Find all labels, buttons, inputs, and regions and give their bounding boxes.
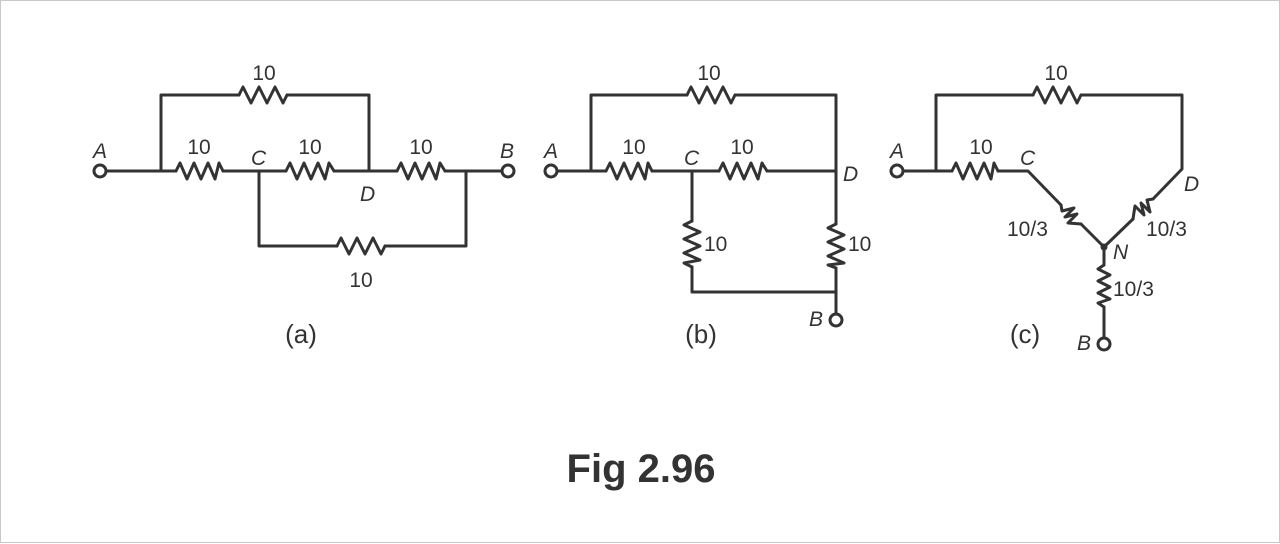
panel-c-wire-top-right — [1079, 93, 1184, 201]
figure-caption: Fig 2.96 — [567, 447, 716, 491]
panel-b-circuit: 10 10 10 10 10 A C D B (b) — [542, 62, 871, 349]
panel-c-label-r-dn: 10/3 — [1146, 218, 1187, 241]
panel-c-label-r-cn: 10/3 — [1007, 218, 1048, 241]
panel-b-node-b-label: B — [809, 308, 823, 331]
panel-c-wire-d-n — [1102, 217, 1135, 249]
panel-b-resistor-top — [685, 85, 737, 105]
panel-b-caption: (b) — [685, 319, 717, 349]
panel-a-wire-top-right — [285, 93, 371, 173]
panel-c-resistor-top — [1031, 85, 1083, 105]
panel-c-resistor-dn — [1131, 197, 1155, 221]
panel-a-label-r-bottom: 10 — [349, 269, 372, 292]
panel-c-wire-top-left — [934, 93, 1035, 173]
panel-b-label-r-ac: 10 — [622, 136, 645, 159]
panel-b-wire-top-right — [733, 93, 838, 226]
panel-b-terminal-a — [543, 163, 559, 179]
panel-a-wire-bottom-right — [383, 169, 468, 248]
panel-b-node-a-label: A — [542, 140, 558, 163]
panel-b-label-r-top: 10 — [697, 62, 720, 85]
panel-b-resistor-db — [826, 222, 846, 270]
panel-a-resistor-bottom — [335, 236, 387, 256]
panel-b-resistor-cd — [717, 161, 769, 181]
panel-a-node-d-label: D — [360, 183, 375, 206]
panel-c-resistor-nb — [1096, 263, 1112, 309]
panel-b-node-c-label: C — [684, 147, 700, 170]
panel-c-wire-c — [996, 169, 1063, 207]
panel-a-caption: (a) — [285, 319, 317, 349]
panel-c-label-r-top: 10 — [1044, 62, 1067, 85]
panel-c-resistor-cn — [1059, 203, 1083, 226]
panel-c-circuit: 10 10 10/3 10/3 10/3 A C D N B (c) — [888, 62, 1199, 355]
panel-b-node-d-label: D — [843, 163, 858, 186]
panel-a-node-c-label: C — [251, 147, 267, 170]
panel-c-wire-c-n — [1079, 222, 1106, 249]
panel-c-caption: (c) — [1010, 319, 1040, 349]
panel-c-node-b-label: B — [1077, 332, 1091, 355]
panel-a-resistor-db — [395, 161, 447, 181]
panel-a-resistor-ac — [174, 161, 225, 181]
panel-a-wire-bottom-left — [257, 169, 339, 248]
panel-b-terminal-b — [828, 312, 844, 328]
panel-b-wire-top-left — [589, 93, 689, 173]
panel-c-node-d-label: D — [1184, 173, 1199, 196]
panel-c-terminal-a — [889, 163, 905, 179]
panel-b-resistor-cb — [682, 219, 702, 269]
panel-a-label-r-ac: 10 — [187, 136, 210, 159]
panel-c-node-n-label: N — [1113, 241, 1129, 264]
panel-c-resistor-ac — [950, 161, 1000, 181]
panel-a-terminal-a — [92, 163, 108, 179]
panel-c-junction-n — [1100, 243, 1108, 251]
panel-a-resistor-cd — [284, 161, 336, 181]
panel-a-label-r-cd: 10 — [298, 136, 321, 159]
panel-a-terminal-b — [500, 163, 516, 179]
panel-c-node-c-label: C — [1020, 147, 1036, 170]
panel-c-terminal-b — [1096, 336, 1112, 352]
panel-c-node-a-label: A — [888, 140, 904, 163]
panel-a-label-r-db: 10 — [409, 136, 432, 159]
panel-a-label-r-top: 10 — [252, 62, 275, 85]
panel-c-label-r-nb: 10/3 — [1113, 278, 1154, 301]
panel-b-label-r-cd: 10 — [730, 136, 753, 159]
panel-b-label-r-cb: 10 — [704, 233, 727, 256]
panel-b-label-r-db: 10 — [848, 233, 871, 256]
panel-a-circuit: 10 10 10 10 10 A C D B (a) — [91, 62, 516, 349]
panel-c-label-r-ac: 10 — [969, 136, 992, 159]
panel-a-node-b-label: B — [500, 140, 514, 163]
panel-b-wire-bottom — [690, 265, 838, 294]
panel-a-node-a-label: A — [91, 140, 107, 163]
panel-b-resistor-ac — [604, 161, 654, 181]
panel-a-wire-top-left — [159, 93, 241, 173]
panel-a-resistor-top — [237, 85, 289, 105]
